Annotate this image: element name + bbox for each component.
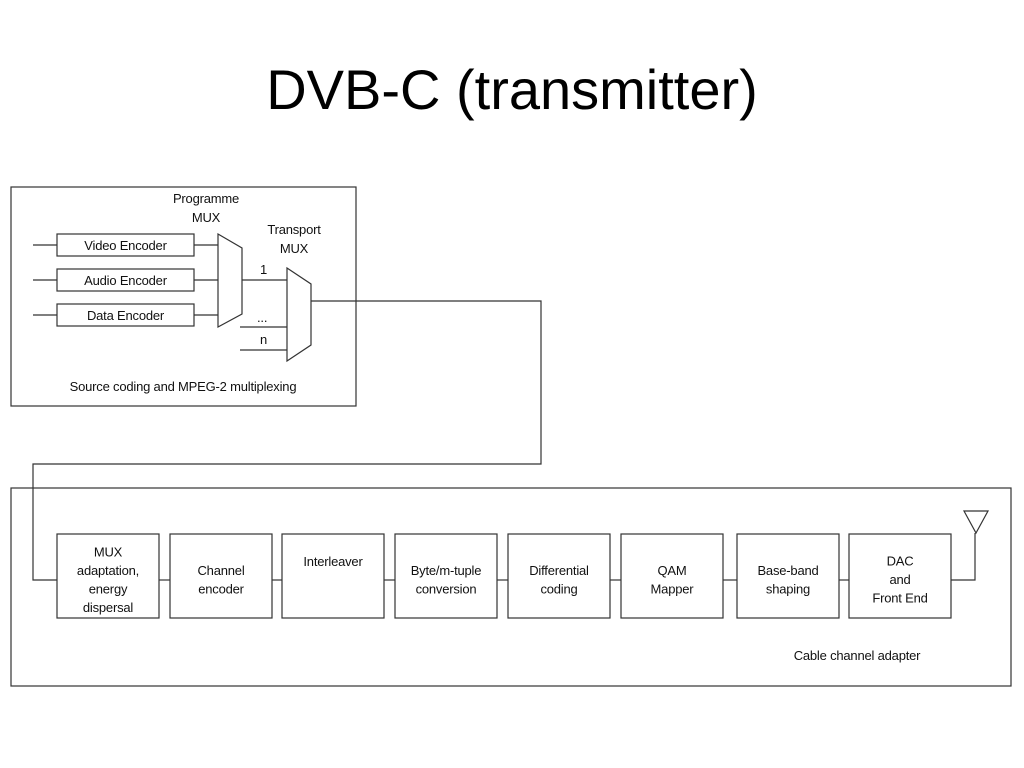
source-coding-caption: Source coding and MPEG-2 multiplexing xyxy=(70,379,297,394)
channel-block-8-label-line3: Front End xyxy=(872,591,927,606)
programme-mux-shape xyxy=(217,232,243,329)
channel-block-chain: MUX adaptation, energy dispersal Channel enco… xyxy=(56,533,952,619)
channel-block-6-label-line1: QAM xyxy=(657,563,686,578)
source-coding-frame xyxy=(10,186,357,407)
channel-block-7-label-line1: Base-band xyxy=(757,563,818,578)
channel-block-3-label-line1: Interleaver xyxy=(303,554,363,569)
programme-mux-label-line2: MUX xyxy=(192,210,221,225)
channel-block-5-label-line2: coding xyxy=(540,581,577,596)
data-encoder-label: Data Encoder xyxy=(87,308,165,323)
transport-mux-label-line1: Transport xyxy=(267,222,321,237)
channel-block-2-label-line2: encoder xyxy=(198,581,244,596)
channel-block-6 xyxy=(620,533,724,619)
channel-block-7 xyxy=(736,533,840,619)
channel-block-5-label-line1: Differential xyxy=(529,563,589,578)
channel-block-1-label-line2: adaptation, xyxy=(77,563,139,578)
channel-block-7-label-line2: shaping xyxy=(766,581,810,596)
channel-block-5 xyxy=(507,533,611,619)
slide-title: DVB-C (transmitter) xyxy=(266,58,758,121)
channel-block-3 xyxy=(281,533,385,619)
channel-block-4-label-line2: conversion xyxy=(416,581,477,596)
programme-mux-label-line1: Programme xyxy=(173,191,239,206)
channel-block-1-label-line3: energy xyxy=(89,581,128,596)
mux-input-n-label: n xyxy=(260,332,267,347)
mux-input-dots-label: ... xyxy=(257,310,267,325)
antenna-icon xyxy=(962,510,990,535)
channel-block-8 xyxy=(848,533,952,619)
channel-block-8-label-line1: DAC xyxy=(887,554,914,569)
antenna-feed-wire xyxy=(951,533,976,581)
channel-block-1-label-line4: dispersal xyxy=(83,600,134,615)
channel-block-6-label-line2: Mapper xyxy=(651,581,695,596)
mux-input-1-label: 1 xyxy=(260,262,267,277)
channel-block-4 xyxy=(394,533,498,619)
channel-block-8-label-line2: and xyxy=(889,572,910,587)
channel-block-2 xyxy=(169,533,273,619)
transport-to-adapter-wire xyxy=(32,300,542,581)
channel-block-1-label-line1: MUX xyxy=(94,544,123,559)
transport-mux-label-line2: MUX xyxy=(280,241,309,256)
transport-mux-shape xyxy=(286,266,312,363)
audio-encoder-label: Audio Encoder xyxy=(84,273,168,288)
channel-block-1 xyxy=(56,533,160,619)
channel-block-4-label-line1: Byte/m-tuple xyxy=(411,563,482,578)
video-encoder-label: Video Encoder xyxy=(84,238,167,253)
cable-channel-adapter-frame xyxy=(10,487,1012,687)
channel-block-2-label-line1: Channel xyxy=(197,563,244,578)
cable-channel-adapter-caption: Cable channel adapter xyxy=(794,648,921,663)
